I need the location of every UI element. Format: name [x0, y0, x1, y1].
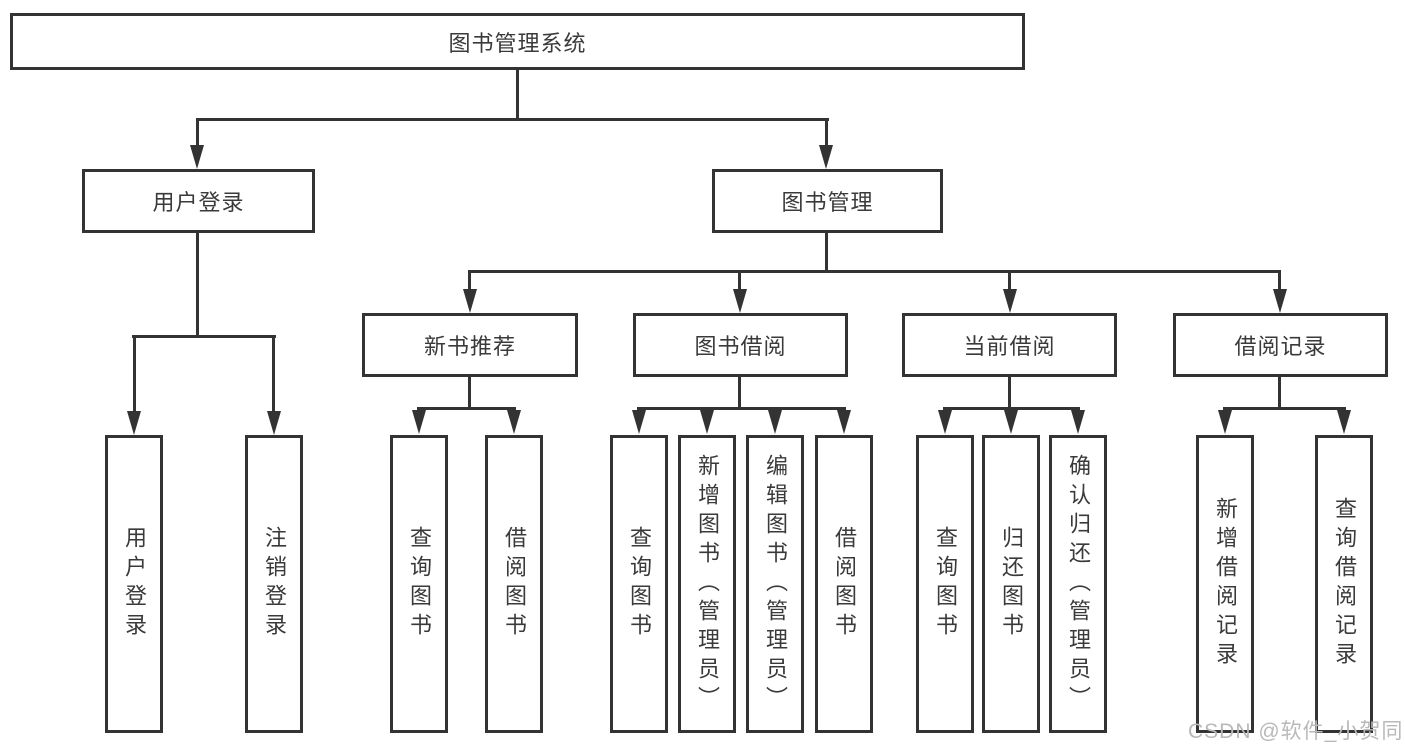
arrowhead-current-borrow	[1003, 289, 1017, 313]
node-new-book-rec: 新书推荐	[362, 313, 578, 377]
arrowhead-cb-confirm	[1071, 410, 1085, 434]
csdn-watermark: CSDN @软件_小贺同学	[1188, 720, 1404, 743]
leaf-cb-query: 查询图书	[916, 435, 974, 733]
connector-borrow-stub	[738, 377, 741, 410]
connector-login-branch	[132, 335, 276, 338]
arrowhead-nb-borrow	[507, 410, 521, 434]
leaf-nb-borrow-label: 借阅图书	[502, 526, 527, 642]
leaf-bb-edit: 编辑图书（管理员）	[746, 435, 804, 733]
arrowhead-cb-return	[1004, 410, 1018, 434]
connector-newbook-stub	[468, 377, 471, 410]
connector-current-stub	[1008, 377, 1011, 410]
leaf-bb-add: 新增图书（管理员）	[678, 435, 736, 733]
connector-drop-logout	[272, 335, 275, 413]
leaf-cb-return-label: 归还图书	[999, 526, 1024, 642]
node-current-borrow-label: 当前借阅	[963, 334, 1056, 359]
arrowhead-user-login	[127, 411, 141, 435]
connector-bookmgmt-stub	[825, 233, 828, 273]
node-new-book-rec-label: 新书推荐	[423, 334, 516, 359]
connector-records-stub	[1278, 377, 1281, 410]
connector-login-stub	[196, 233, 199, 335]
node-borrow-records-label: 借阅记录	[1234, 334, 1327, 359]
node-book-mgmt-label: 图书管理	[781, 190, 874, 215]
leaf-cb-confirm-label: 确认归还（管理员）	[1066, 453, 1091, 715]
arrowhead-book-borrow	[733, 289, 747, 313]
connector-drop-borrow-records	[1278, 270, 1281, 292]
node-book-borrow: 图书借阅	[633, 313, 848, 377]
arrowhead-bb-add	[700, 410, 714, 434]
node-root-label: 图书管理系统	[448, 30, 587, 56]
connector-drop-new-book-rec	[468, 270, 471, 292]
leaf-br-query: 查询借阅记录	[1315, 435, 1373, 733]
arrowhead-br-add	[1218, 410, 1232, 434]
connector-newbook-branch	[417, 407, 516, 410]
connector-borrow-branch	[637, 407, 846, 410]
node-current-borrow: 当前借阅	[902, 313, 1117, 377]
connector-root-stub	[516, 70, 519, 118]
node-book-mgmt: 图书管理	[712, 169, 943, 233]
connector-bookmgmt-branch	[468, 270, 1281, 273]
leaf-br-add-label: 新增借阅记录	[1213, 497, 1238, 671]
node-login-group-label: 用户登录	[152, 190, 245, 215]
connector-current-branch	[943, 407, 1080, 410]
leaf-nb-query: 查询图书	[390, 435, 448, 733]
arrowhead-new-book-rec	[463, 289, 477, 313]
node-book-borrow-label: 图书借阅	[694, 334, 787, 359]
arrowhead-bb-edit	[768, 410, 782, 434]
node-borrow-records: 借阅记录	[1173, 313, 1388, 377]
arrowhead-bb-query	[632, 410, 646, 434]
node-login-group: 用户登录	[82, 169, 315, 233]
arrowhead-nb-query	[412, 410, 426, 434]
leaf-user-login-label: 用户登录	[122, 526, 147, 642]
arrowhead-logout	[267, 411, 281, 435]
connector-drop-login-group	[196, 118, 199, 148]
leaf-cb-query-label: 查询图书	[933, 526, 958, 642]
leaf-nb-query-label: 查询图书	[407, 526, 432, 642]
connector-drop-current-borrow	[1008, 270, 1011, 292]
leaf-br-query-label: 查询借阅记录	[1332, 497, 1357, 671]
leaf-br-add: 新增借阅记录	[1196, 435, 1254, 733]
arrowhead-cb-query	[938, 410, 952, 434]
connector-records-branch	[1223, 407, 1346, 410]
leaf-bb-add-label: 新增图书（管理员）	[695, 453, 720, 715]
leaf-bb-query-label: 查询图书	[627, 526, 652, 642]
leaf-cb-return: 归还图书	[982, 435, 1040, 733]
leaf-bb-borrow-label: 借阅图书	[832, 526, 857, 642]
leaf-cb-confirm: 确认归还（管理员）	[1049, 435, 1107, 733]
arrowhead-book-mgmt	[819, 145, 833, 169]
leaf-user-login: 用户登录	[105, 435, 163, 733]
node-root: 图书管理系统	[10, 13, 1025, 70]
connector-drop-book-borrow	[738, 270, 741, 292]
arrowhead-bb-borrow	[837, 410, 851, 434]
connector-drop-user-login	[133, 335, 136, 413]
leaf-logout: 注销登录	[245, 435, 303, 733]
connector-drop-book-mgmt	[825, 118, 828, 148]
leaf-bb-query: 查询图书	[610, 435, 668, 733]
leaf-bb-borrow: 借阅图书	[815, 435, 873, 733]
arrowhead-login-group	[190, 145, 204, 169]
leaf-bb-edit-label: 编辑图书（管理员）	[763, 453, 788, 715]
leaf-logout-label: 注销登录	[262, 526, 287, 642]
arrowhead-borrow-records	[1273, 289, 1287, 313]
leaf-nb-borrow: 借阅图书	[485, 435, 543, 733]
arrowhead-br-query	[1337, 410, 1351, 434]
connector-root-branch	[196, 118, 829, 121]
